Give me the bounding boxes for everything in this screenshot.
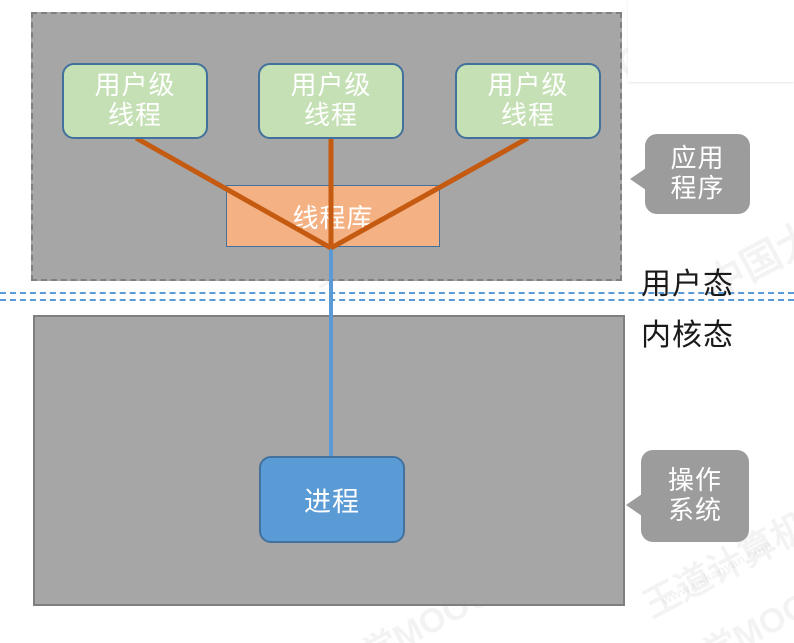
user-thread-box-1[interactable]: 用户级 线程 bbox=[62, 63, 208, 139]
user-thread-label: 用户级 线程 bbox=[290, 71, 372, 130]
callout-tail-icon bbox=[630, 168, 646, 190]
callout-operating-system[interactable]: 操作 系统 bbox=[626, 450, 749, 542]
watermark-text: 中国大学MOOC bbox=[603, 566, 794, 643]
process-label: 进程 bbox=[304, 487, 360, 517]
kernel-mode-label: 内核态 bbox=[641, 319, 734, 352]
callout-application-label: 应用 程序 bbox=[670, 143, 725, 203]
thread-library-box[interactable]: 线程库 bbox=[226, 185, 440, 247]
callout-application[interactable]: 应用 程序 bbox=[630, 134, 750, 214]
callout-tail-icon bbox=[626, 494, 642, 516]
watermark-text: www.cskaoyan.com bbox=[659, 537, 775, 608]
user-mode-label: 用户态 bbox=[641, 268, 734, 301]
callout-operating-system-label: 操作 系统 bbox=[667, 465, 722, 525]
user-thread-box-3[interactable]: 用户级 线程 bbox=[455, 63, 601, 139]
user-thread-box-2[interactable]: 用户级 线程 bbox=[258, 63, 404, 139]
thread-library-label: 线程库 bbox=[292, 203, 374, 233]
user-thread-label: 用户级 线程 bbox=[94, 71, 176, 130]
user-thread-label: 用户级 线程 bbox=[487, 71, 569, 130]
process-box[interactable]: 进程 bbox=[259, 456, 405, 543]
mode-boundary-divider bbox=[0, 292, 794, 301]
background-panel bbox=[628, 0, 794, 82]
